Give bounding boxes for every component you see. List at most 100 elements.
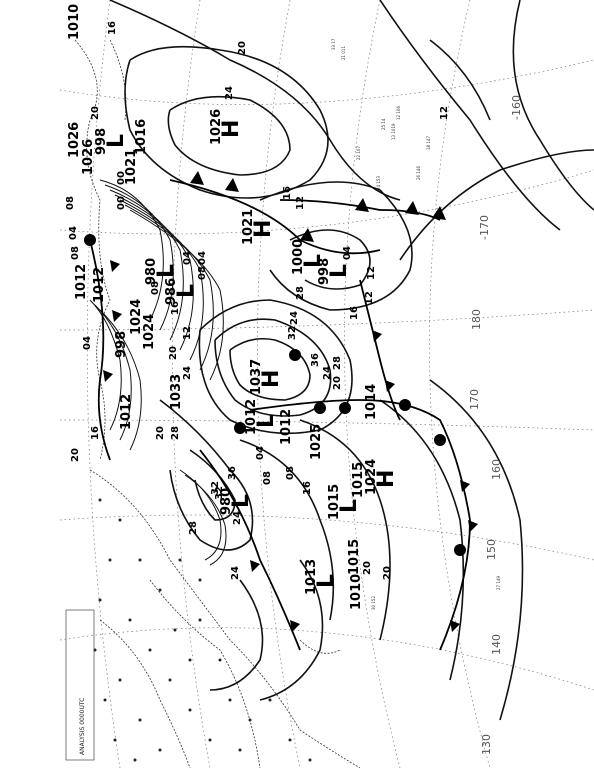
- center-type: L: [254, 414, 279, 428]
- center-type: H: [251, 220, 276, 238]
- isobar-label: 32: [210, 481, 221, 495]
- lon-label: 150: [485, 539, 498, 560]
- center-pressure: 1015: [327, 484, 342, 520]
- center-pressure: 998: [317, 258, 332, 285]
- front-symbols: [84, 171, 478, 632]
- low-center: L 1000: [291, 239, 326, 275]
- isobar-label: 20: [168, 346, 179, 360]
- center-type: L: [327, 264, 352, 278]
- center-pressure: 1013: [304, 559, 319, 595]
- pressure-label: 1012: [119, 394, 134, 430]
- isobar-label: 24: [224, 86, 235, 100]
- isobar-label: 20: [362, 561, 373, 575]
- chart-header: ANALYSIS 0000UTC: [65, 609, 95, 761]
- fronts: [89, 179, 471, 651]
- station-plot: 24 153: [376, 176, 381, 190]
- high-center: H 1024: [364, 459, 399, 495]
- isobar-label: 24: [289, 311, 300, 325]
- lon-label: 130: [480, 734, 493, 755]
- isobar-label: 24: [322, 366, 333, 380]
- center-type: H: [259, 370, 284, 388]
- isobar-label: 12: [295, 196, 306, 210]
- isobar-label: 28: [295, 286, 306, 300]
- station-plot: 30 152: [371, 596, 376, 610]
- center-type: L: [154, 264, 179, 278]
- longitude-labels: -160 -170 180 170 160 150 140 130: [468, 95, 523, 755]
- pressure-label: 1010: [349, 574, 364, 610]
- land-station-dots: [93, 498, 312, 762]
- isobar-label: 36: [227, 466, 238, 480]
- center-type: H: [374, 470, 399, 488]
- center-type: L: [174, 284, 199, 298]
- center-type: L: [337, 499, 362, 513]
- isobar-label: 20: [382, 566, 393, 580]
- pressure-label: 1014: [364, 384, 379, 420]
- isobar-label: 28: [170, 426, 181, 440]
- pressure-label: 1016: [134, 119, 149, 155]
- isobar-label: 04: [82, 336, 93, 350]
- isobar-label: 04: [197, 251, 208, 265]
- pressure-label: 1025: [309, 424, 324, 460]
- low-center: L 986: [164, 278, 199, 305]
- high-center: H 1026: [209, 109, 244, 145]
- isobar-label: 16: [302, 481, 313, 495]
- lon-label: -170: [478, 215, 491, 240]
- isobar-label: 24: [182, 366, 193, 380]
- lon-label: -160: [510, 95, 523, 120]
- station-plot: 25 14: [381, 118, 386, 130]
- low-center: L 1015: [327, 484, 362, 520]
- pressure-label: 1012: [74, 264, 89, 300]
- isobar-label: 36: [310, 353, 321, 367]
- isobar-labels: 16 20 24 20 12 08 04 00 08 04 16 20 24 2…: [65, 21, 450, 580]
- center-pressure: 1000: [291, 239, 306, 275]
- center-type: H: [219, 120, 244, 138]
- center-type: L: [314, 574, 339, 588]
- pressure-label: 1024: [142, 314, 157, 350]
- station-plot: 27 149: [496, 576, 501, 590]
- high-center: H 1021: [241, 209, 276, 245]
- center-pressure: 998: [94, 128, 109, 155]
- isobar-label: 04: [68, 226, 79, 240]
- center-pressure: 1037: [249, 359, 264, 395]
- pressure-label: 998: [114, 331, 129, 358]
- pressure-label: 1021: [124, 149, 139, 185]
- isobar-label: 20: [70, 448, 81, 462]
- isobar-label: 04: [255, 446, 266, 460]
- station-plot: 21 011: [341, 46, 346, 60]
- isobar-label: 04: [342, 246, 353, 260]
- isobar-label: 16: [282, 186, 293, 200]
- station-plot: 22 107: [356, 146, 361, 160]
- pressure-label: 1015: [351, 462, 366, 498]
- isobar-label: 16: [170, 301, 181, 315]
- isobar-label: 20: [237, 41, 248, 55]
- pressure-label: 1026: [81, 139, 96, 175]
- pressure-label: 1033: [169, 374, 184, 410]
- lon-label: 170: [468, 389, 481, 410]
- lon-label: 160: [490, 459, 503, 480]
- isobar-label: 08: [65, 196, 76, 210]
- isobar-label: 16: [349, 306, 360, 320]
- isobar-label: 08: [197, 266, 208, 280]
- header-text: ANALYSIS 0000UTC: [79, 698, 86, 755]
- isobar-label: 12: [439, 106, 450, 120]
- station-plot: 12 106: [396, 106, 401, 120]
- isobar-label: 08: [70, 246, 81, 260]
- isobar-label: 20: [332, 376, 343, 390]
- pressure-label: 1024: [129, 299, 144, 335]
- pressure-label: 1010: [67, 4, 82, 40]
- center-pressure: 980: [144, 258, 159, 285]
- low-center: L 998: [317, 258, 352, 285]
- center-pressure: 986: [164, 278, 179, 305]
- isobar-label: 08: [285, 466, 296, 480]
- lon-label: 180: [470, 309, 483, 330]
- isobar-label: 04: [182, 251, 193, 265]
- pressure-label: 1012: [279, 409, 294, 445]
- low-center: L 980: [144, 258, 179, 285]
- isobar-label: 12: [366, 266, 377, 280]
- center-pressure: 1024: [364, 459, 379, 495]
- center-pressure: 1012: [244, 399, 259, 435]
- low-center: L 1012: [244, 399, 279, 435]
- center-type: L: [301, 254, 326, 268]
